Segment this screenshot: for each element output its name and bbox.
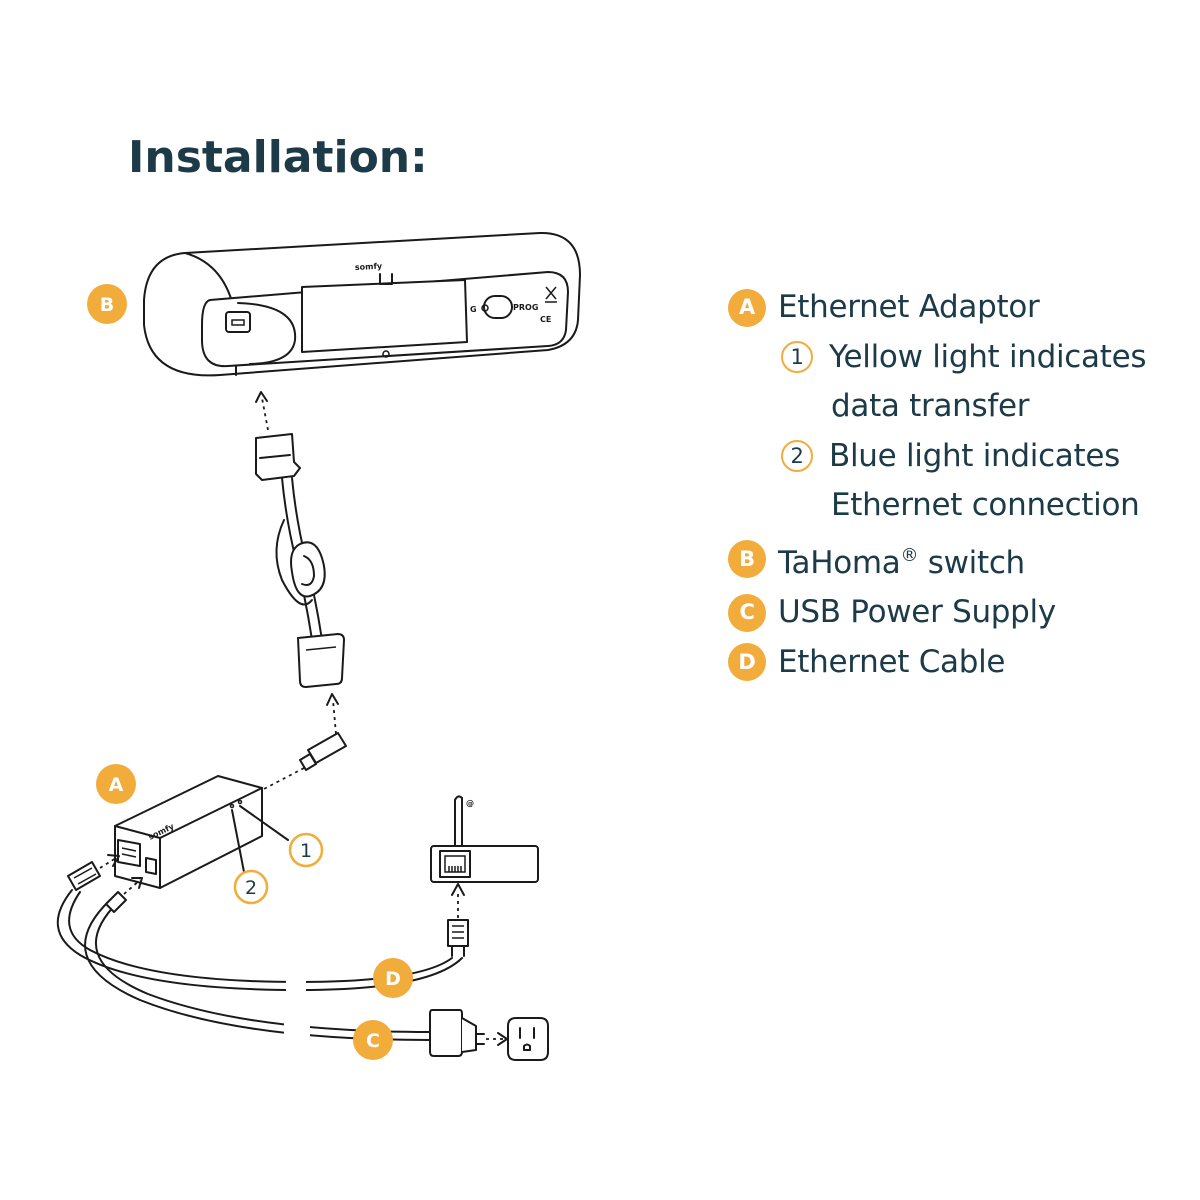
- svg-text:G: G: [470, 305, 477, 314]
- legend-text: Yellow light indicates: [829, 338, 1147, 375]
- yellow-light-number: 1: [288, 832, 324, 868]
- legend-number: 2: [781, 440, 813, 473]
- legend-badge: A: [728, 288, 766, 327]
- svg-text:D: D: [385, 968, 401, 990]
- cable-badge: D: [373, 958, 413, 998]
- legend-text: Ethernet Adaptor: [778, 289, 1040, 325]
- switch-brand-label: somfy: [355, 262, 384, 272]
- usb-cable-icon: [255, 433, 345, 688]
- legend-text: Ethernet Cable: [778, 643, 1006, 680]
- svg-text:2: 2: [245, 877, 257, 899]
- svg-text:C: C: [366, 1030, 380, 1052]
- legend-text: Blue light indicates: [829, 437, 1120, 474]
- svg-text:B: B: [100, 294, 114, 316]
- power-adapter-icon: [429, 1009, 485, 1057]
- adaptor-badge: A: [96, 764, 136, 804]
- legend-text: data transfer: [831, 388, 1030, 424]
- legend-item-yellow-light-cont: data transfer: [728, 382, 1146, 432]
- legend-item-usb-power-supply: C USB Power Supply: [728, 588, 1146, 638]
- legend-item-blue-light: 2 Blue light indicates: [728, 432, 1146, 482]
- ethernet-adaptor-icon: somfy: [114, 775, 263, 889]
- wall-outlet-icon: [507, 1017, 549, 1061]
- legend-item-yellow-light: 1 Yellow light indicates: [728, 333, 1147, 383]
- legend-text: Ethernet connection: [831, 487, 1140, 523]
- legend-badge: C: [728, 593, 766, 632]
- legend-text: USB Power Supply: [778, 594, 1056, 630]
- router-icon: @: [430, 795, 539, 883]
- legend-item-ethernet-cable: D Ethernet Cable: [728, 638, 1146, 688]
- legend: A Ethernet Adaptor 1 Yellow light indica…: [728, 283, 1147, 688]
- switch-badge: B: [87, 284, 127, 324]
- router-symbol: @: [466, 799, 474, 808]
- legend-item-ethernet-adaptor: A Ethernet Adaptor: [728, 283, 1146, 333]
- ce-mark: CE: [540, 315, 551, 324]
- legend-item-blue-light-cont: Ethernet connection: [728, 481, 1146, 531]
- legend-badge: B: [728, 540, 766, 579]
- legend-number: 1: [781, 341, 813, 374]
- page-title: Installation:: [128, 132, 428, 183]
- power-badge: C: [353, 1020, 393, 1060]
- tahoma-switch-icon: G PROG CE somfy: [143, 231, 581, 377]
- blue-light-number: 2: [233, 869, 269, 905]
- prog-label: PROG: [513, 303, 538, 312]
- legend-text: TaHoma® switch: [778, 544, 1025, 581]
- legend-badge: D: [728, 643, 766, 682]
- ethernet-plug-icon: [447, 919, 469, 957]
- svg-text:1: 1: [300, 840, 312, 862]
- svg-text:A: A: [109, 774, 124, 796]
- legend-item-tahoma-switch: B TaHoma® switch: [728, 531, 1146, 589]
